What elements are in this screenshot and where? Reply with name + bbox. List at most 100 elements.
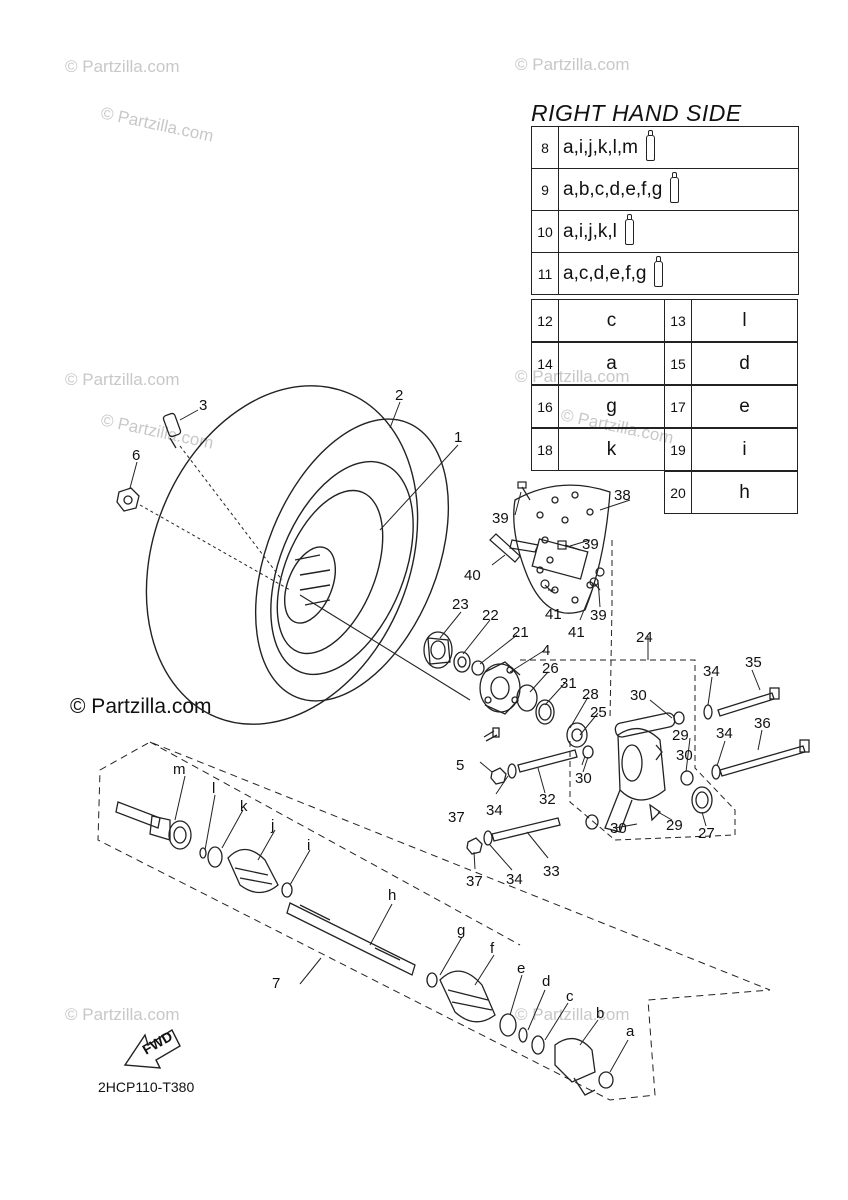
table-cell: 20 h [664, 471, 798, 514]
callout-b: b [596, 1005, 604, 1022]
callout-27: 27 [698, 825, 715, 842]
callout-39a: 39 [492, 510, 509, 527]
callout-41b: 41 [568, 624, 585, 641]
table-row: 9 a,b,c,d,e,f,g [531, 168, 799, 211]
knuckle-box [520, 540, 736, 841]
pivot-shafts [491, 749, 578, 842]
callout-c: c [566, 988, 574, 1005]
callout-39c: 39 [590, 607, 607, 624]
callout-32: 32 [539, 791, 556, 808]
callout-39b: 39 [582, 536, 599, 553]
callout-3: 3 [199, 397, 207, 414]
wheel-nut [116, 487, 140, 512]
center-lines [139, 445, 291, 591]
callout-23: 23 [452, 596, 469, 613]
table-cell: 19 i [664, 428, 798, 471]
ref-number: 13 [665, 300, 692, 341]
ref-number: 18 [532, 429, 559, 470]
grease-tube-icon [654, 255, 664, 287]
ref-number: 14 [532, 343, 559, 384]
axle-line [299, 594, 471, 701]
ref-letter: g [606, 395, 617, 417]
watermark: © Partzilla.com [515, 1005, 630, 1024]
callout-30b: 30 [676, 747, 693, 764]
driveshaft-box [97, 741, 771, 1101]
fwd-arrow-icon: FWD [123, 1028, 181, 1069]
watermark: © Partzilla.com [65, 370, 180, 389]
ref-number: 9 [532, 169, 559, 210]
watermark: © Partzilla.com [99, 103, 215, 145]
table-cell: 14 a [531, 342, 665, 385]
callout-21: 21 [512, 624, 529, 641]
ref-contents: a,i,j,k,l [563, 220, 617, 242]
callout-33: 33 [543, 863, 560, 880]
callout-24: 24 [636, 629, 653, 646]
callout-31: 31 [560, 675, 577, 692]
callout-f: f [490, 940, 495, 957]
callout-40: 40 [464, 567, 481, 584]
callout-29a: 29 [672, 727, 689, 744]
ref-number: 19 [665, 429, 692, 470]
grease-tube-icon [645, 129, 655, 161]
callout-30c: 30 [575, 770, 592, 787]
ref-number: 20 [665, 472, 692, 513]
table-row: 8 a,i,j,k,l,m [531, 126, 799, 169]
ref-number: 17 [665, 386, 692, 427]
callout-37a: 37 [448, 809, 465, 826]
watermark: © Partzilla.com [515, 367, 630, 386]
callout-26: 26 [542, 660, 559, 677]
table-row: 10 a,i,j,k,l [531, 210, 799, 253]
callout-1: 1 [454, 429, 462, 446]
ref-contents: a,i,j,k,l,m [563, 136, 638, 158]
callout-g: g [457, 922, 465, 939]
ref-letter: d [739, 352, 750, 374]
watermark: © Partzilla.com [65, 57, 180, 76]
grease-tube-icon [670, 171, 680, 203]
valve-stem [162, 412, 182, 449]
ref-number: 16 [532, 386, 559, 427]
table-title: RIGHT HAND SIDE [531, 100, 742, 126]
table-cell: 12 c [531, 299, 665, 342]
ref-letter: k [606, 438, 617, 460]
ref-number: 11 [532, 253, 559, 294]
table-cell: 13 l [664, 299, 798, 342]
key-tool [489, 533, 539, 563]
watermark-prominent: © Partzilla.com [70, 695, 212, 718]
ref-letter: i [742, 438, 747, 460]
callout-38: 38 [614, 487, 631, 504]
callout-28: 28 [582, 686, 599, 703]
driveshaft [115, 801, 614, 1096]
tire [145, 385, 450, 725]
callout-34b: 34 [716, 725, 733, 742]
ref-contents: a,c,d,e,f,g [563, 262, 647, 284]
callout-l: l [212, 780, 215, 797]
ref-number: 10 [532, 211, 559, 252]
callout-2: 2 [395, 387, 403, 404]
callout-30a: 30 [630, 687, 647, 704]
callout-36: 36 [754, 715, 771, 732]
callout-h: h [388, 887, 396, 904]
leader-lines [129, 401, 763, 1073]
ref-number: 12 [532, 300, 559, 341]
callout-25: 25 [590, 704, 607, 721]
ref-letter: c [606, 309, 617, 331]
callout-41a: 41 [545, 606, 562, 623]
callout-i: i [307, 837, 310, 854]
callout-22: 22 [482, 607, 499, 624]
ref-letter: a [606, 352, 617, 374]
hub-parts [423, 631, 521, 715]
callout-labels: 1 2 3 4 5 6 7 21 22 23 24 25 26 27 28 29… [132, 387, 771, 1040]
grease-tube-icon [624, 213, 634, 245]
ref-letter: h [739, 481, 750, 503]
callout-29b: 29 [666, 817, 683, 834]
callout-d: d [542, 973, 550, 990]
callout-5: 5 [456, 757, 464, 774]
ref-number: 15 [665, 343, 692, 384]
callout-7: 7 [272, 975, 280, 992]
table-cell: 17 e [664, 385, 798, 428]
callout-6: 6 [132, 447, 140, 464]
knuckle [604, 712, 713, 833]
watermark: © Partzilla.com [65, 1005, 180, 1024]
callout-k: k [240, 798, 248, 815]
callout-e: e [517, 960, 525, 977]
